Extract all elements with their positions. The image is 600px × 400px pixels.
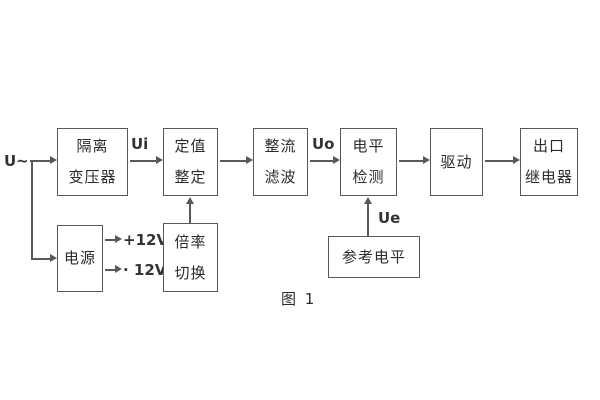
line-driver-to-relay: [485, 160, 513, 162]
arrowhead-ratio-to-setting-icon: [186, 197, 194, 204]
arrowhead-transformer-to-setting-icon: [156, 156, 163, 164]
block-label: 参考电平: [341, 247, 406, 266]
block-label: 变压器: [68, 168, 117, 186]
line-level-to-driver: [399, 160, 423, 162]
figure-caption: 图 1: [281, 290, 317, 308]
power-minus12-label: · 12V: [123, 261, 167, 279]
block-label: 滤波: [264, 168, 297, 186]
line-ratio-to-setting: [189, 204, 191, 223]
block-label: 电平: [352, 137, 385, 155]
block-isolation-transformer: 隔离 变压器: [57, 128, 128, 196]
arrowhead-driver-to-relay-icon: [513, 156, 520, 164]
signal-ui-label: Ui: [131, 135, 149, 153]
block-output-relay: 出口 继电器: [520, 128, 578, 196]
line-setting-to-rectifier: [220, 160, 246, 162]
block-rectifier-filter: 整流 滤波: [253, 128, 308, 196]
block-ratio-switch: 倍率 切换: [163, 223, 218, 292]
line-reference-to-level: [367, 204, 369, 236]
block-label: 切换: [174, 263, 207, 282]
line-input-branch-down: [31, 160, 33, 259]
line-input-to-power: [31, 258, 50, 260]
arrowhead-level-to-driver-icon: [423, 156, 430, 164]
signal-ue-label: Ue: [378, 209, 401, 227]
arrowhead-power-minus12-icon: [115, 265, 122, 273]
block-label: 驱动: [440, 152, 473, 171]
block-label: 出口: [532, 137, 565, 155]
block-label: 整定: [174, 168, 207, 186]
block-label: 定值: [174, 137, 207, 155]
power-plus12-label: +12V: [123, 231, 169, 249]
input-voltage-label: U~: [4, 152, 29, 170]
block-setting-adjust: 定值 整定: [163, 128, 218, 196]
block-label: 倍率: [174, 232, 207, 251]
block-label: 整流: [264, 137, 297, 155]
block-reference-level: 参考电平: [328, 236, 420, 278]
block-label: 检测: [352, 168, 385, 186]
block-driver: 驱动: [430, 128, 483, 196]
block-label: 电源: [63, 249, 96, 267]
arrowhead-rectifier-to-level-icon: [333, 156, 340, 164]
arrowhead-input-to-transformer-icon: [50, 156, 57, 164]
block-label: 隔离: [76, 137, 109, 155]
block-label: 继电器: [524, 168, 573, 186]
arrowhead-input-to-power-icon: [50, 254, 57, 262]
line-power-plus12: [105, 239, 115, 241]
arrowhead-reference-to-level-icon: [364, 197, 372, 204]
line-rectifier-to-level: [310, 160, 333, 162]
block-level-detect: 电平 检测: [340, 128, 397, 196]
arrowhead-power-plus12-icon: [115, 235, 122, 243]
line-input-to-transformer: [30, 160, 50, 162]
arrowhead-setting-to-rectifier-icon: [246, 156, 253, 164]
signal-uo-label: Uo: [312, 135, 335, 153]
line-transformer-to-setting: [130, 160, 156, 162]
line-power-minus12: [105, 269, 115, 271]
block-power-supply: 电源: [57, 225, 103, 292]
